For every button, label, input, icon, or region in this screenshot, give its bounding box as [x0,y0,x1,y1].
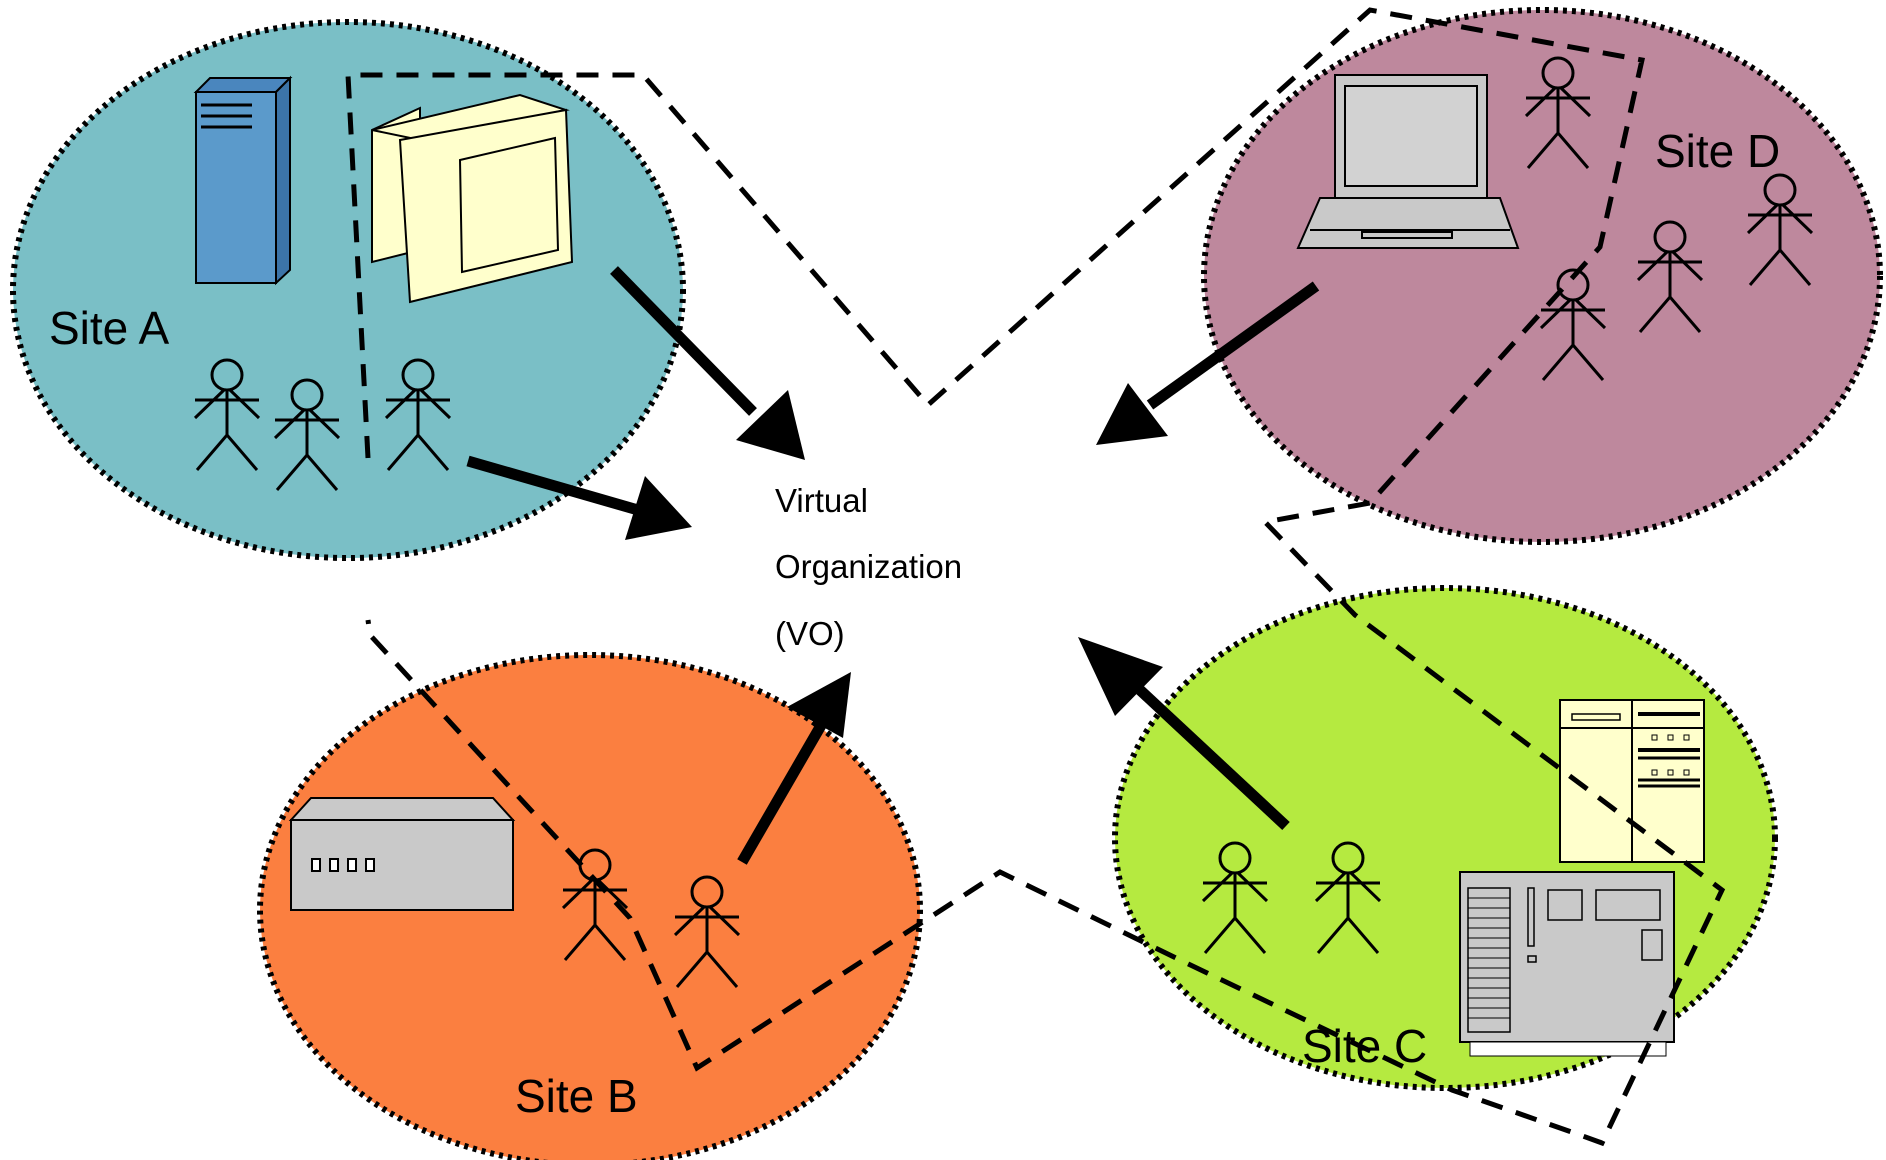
arrow-a-people [466,455,692,540]
rack-server-icon [1559,699,1705,863]
arrow-a-monitor [610,266,805,460]
crt-monitor-icon [371,93,574,304]
arrow-b-person [737,672,851,865]
circuit-board-icon [1459,871,1675,1057]
site-b-region [257,652,923,1160]
site-c-label: Site C [1302,1020,1427,1072]
site-b-label: Site B [515,1070,638,1122]
site-d-region [1201,7,1883,545]
server-tower-icon [193,75,293,286]
vo-label-line-3: (VO) [775,615,845,652]
vo-label-line-1: Virtual [775,482,868,519]
arrow-d-laptop [1096,281,1320,445]
site-a-region [10,19,686,561]
vo-label-line-2: Organization [775,548,962,585]
network-box-icon [288,797,516,911]
site-d-label: Site D [1655,125,1780,177]
arrow-c-people [1078,637,1290,831]
laptop-icon [1296,74,1520,249]
site-a-label: Site A [49,302,170,354]
